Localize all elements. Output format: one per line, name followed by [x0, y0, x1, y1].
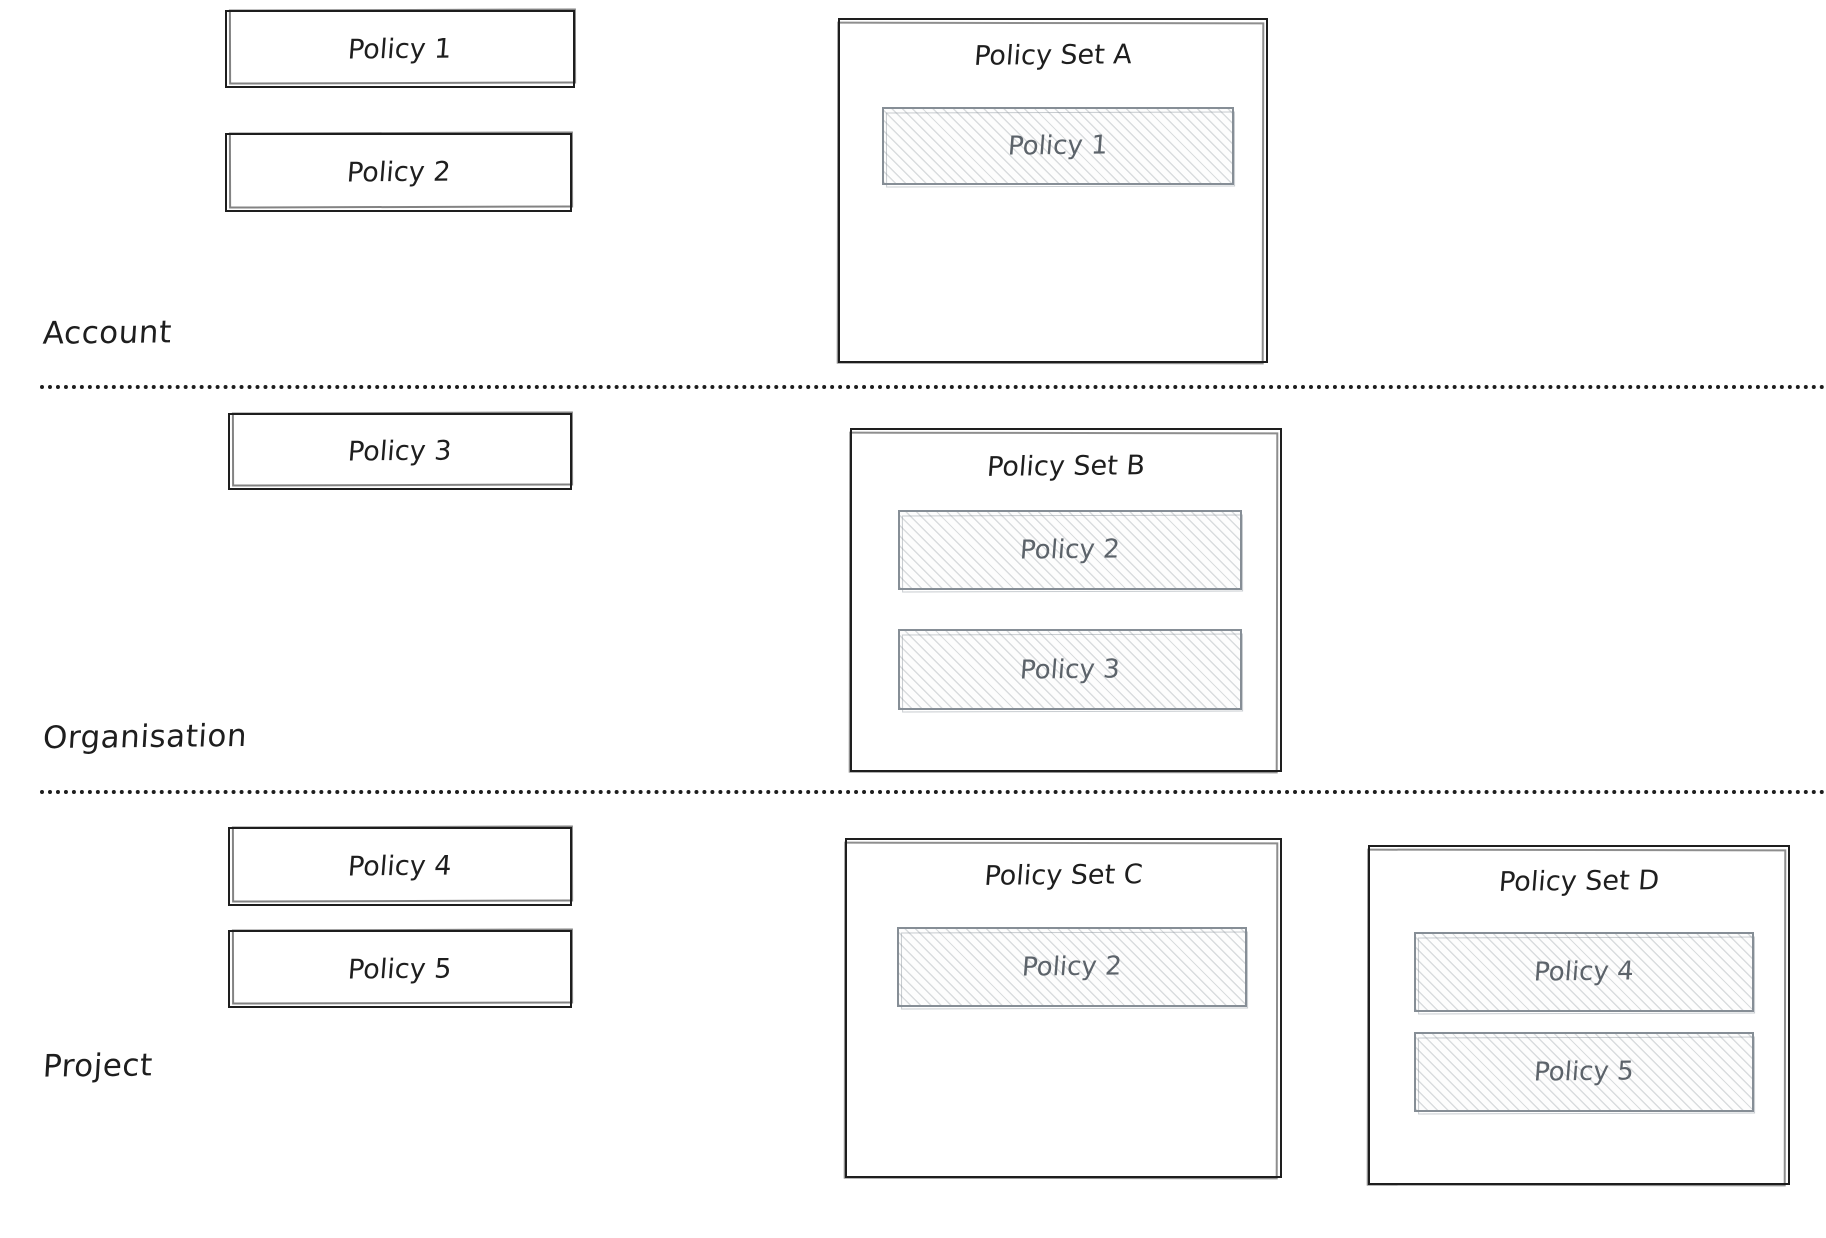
section-divider-organisation-project	[40, 790, 1826, 794]
policy-set-a[interactable]: Policy Set A Policy 1	[838, 18, 1268, 363]
section-divider-account-organisation	[40, 385, 1826, 389]
policy-set-member-label: Policy 5	[1532, 1056, 1635, 1088]
policy-set-member-policy-1[interactable]: Policy 1	[882, 107, 1234, 185]
policy-set-b[interactable]: Policy Set B Policy 2 Policy 3	[850, 428, 1282, 772]
policy-set-member-policy-3[interactable]: Policy 3	[898, 629, 1242, 710]
policy-set-title: Policy Set C	[983, 859, 1144, 892]
policy-box-policy-2[interactable]: Policy 2	[225, 133, 572, 212]
policy-box-label: Policy 5	[347, 953, 453, 985]
policy-set-member-policy-5[interactable]: Policy 5	[1414, 1032, 1754, 1112]
policy-set-member-label: Policy 2	[1020, 951, 1123, 983]
policy-set-title: Policy Set D	[1497, 865, 1661, 898]
policy-box-policy-1[interactable]: Policy 1	[225, 10, 575, 88]
policy-box-label: Policy 1	[347, 33, 453, 65]
policy-box-label: Policy 4	[347, 850, 453, 883]
policy-set-member-policy-2[interactable]: Policy 2	[897, 927, 1247, 1007]
policy-set-member-label: Policy 3	[1018, 653, 1121, 686]
section-label-organisation: Organisation	[41, 717, 249, 757]
policy-set-title: Policy Set A	[972, 39, 1134, 72]
policy-set-c[interactable]: Policy Set C Policy 2	[845, 838, 1282, 1178]
policy-box-policy-3[interactable]: Policy 3	[228, 413, 572, 490]
policy-box-label: Policy 3	[347, 435, 453, 468]
section-label-project: Project	[41, 1047, 154, 1085]
policy-set-title: Policy Set B	[985, 450, 1147, 483]
policy-set-d[interactable]: Policy Set D Policy 4 Policy 5	[1368, 845, 1790, 1185]
policy-set-member-policy-2[interactable]: Policy 2	[898, 510, 1242, 590]
policy-set-member-label: Policy 1	[1006, 130, 1109, 162]
policy-box-policy-5[interactable]: Policy 5	[228, 930, 572, 1008]
section-label-account: Account	[41, 314, 173, 352]
policy-set-member-label: Policy 4	[1532, 956, 1635, 988]
policy-set-member-label: Policy 2	[1018, 534, 1121, 566]
policy-box-label: Policy 2	[345, 156, 452, 189]
policy-box-policy-4[interactable]: Policy 4	[228, 827, 572, 906]
policy-set-member-policy-4[interactable]: Policy 4	[1414, 932, 1754, 1012]
